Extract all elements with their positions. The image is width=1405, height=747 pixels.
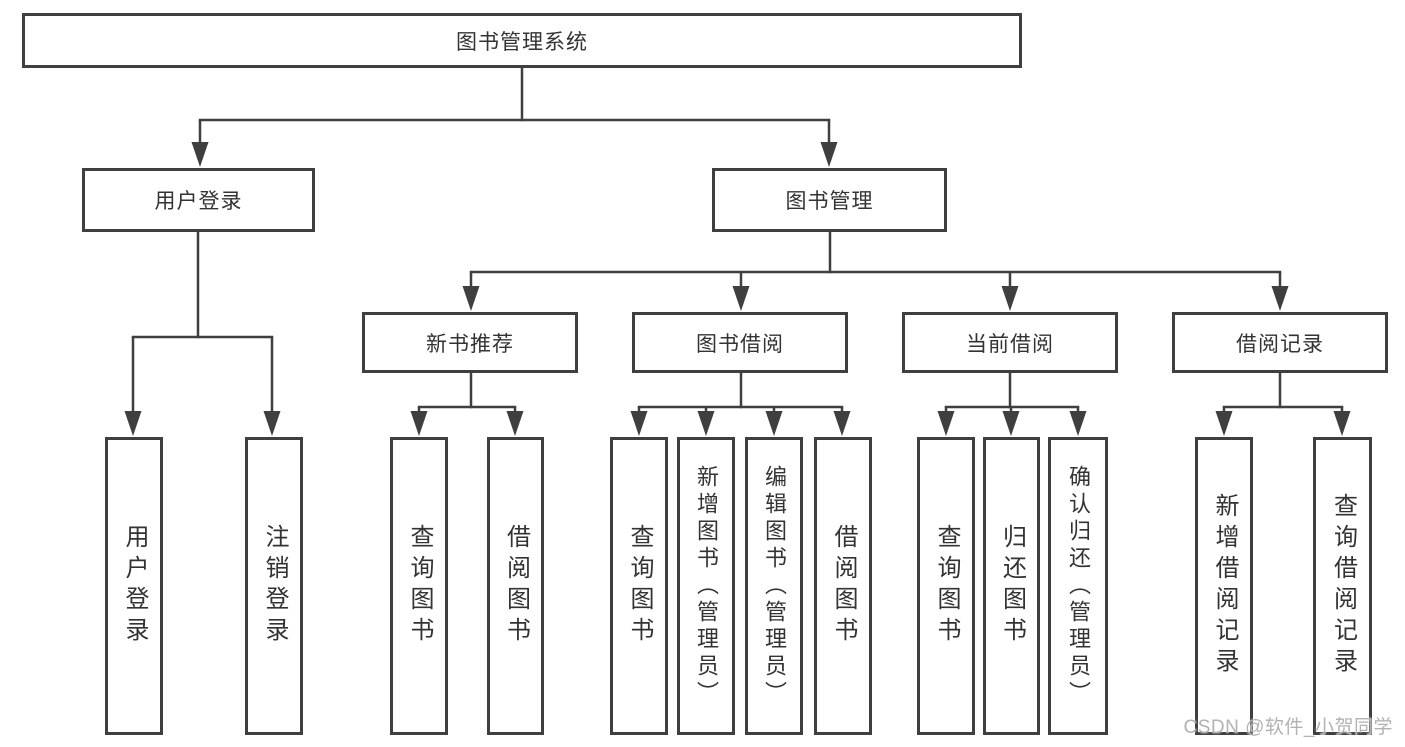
node-book-borrow: 图书借阅 <box>632 312 848 373</box>
node-user-login-label: 用户登录 <box>154 190 243 213</box>
leaf-query-books-2-label: 查询图书 <box>626 524 653 648</box>
leaf-user-login: 用户登录 <box>105 437 163 735</box>
node-user-login: 用户登录 <box>82 168 315 232</box>
leaf-query-borrow-record-label: 查询借阅记录 <box>1329 493 1357 679</box>
node-borrow-records-label: 借阅记录 <box>1236 332 1324 356</box>
node-new-book-recommend: 新书推荐 <box>362 312 578 373</box>
node-current-borrow: 当前借阅 <box>902 312 1118 373</box>
leaf-query-books-3-label: 查询图书 <box>933 524 960 648</box>
leaf-return-books-label: 归还图书 <box>998 524 1026 648</box>
leaf-add-borrow-record: 新增借阅记录 <box>1195 437 1253 735</box>
leaf-borrow-books-2-label: 借阅图书 <box>830 524 857 648</box>
leaf-user-login-label: 用户登录 <box>121 524 148 648</box>
leaf-query-books-2: 查询图书 <box>610 437 668 735</box>
leaf-logout-label: 注销登录 <box>261 524 288 648</box>
node-root: 图书管理系统 <box>22 13 1022 68</box>
node-current-borrow-label: 当前借阅 <box>966 332 1054 356</box>
leaf-logout: 注销登录 <box>245 437 303 735</box>
leaf-query-books-1: 查询图书 <box>390 437 448 735</box>
node-new-book-recommend-label: 新书推荐 <box>426 332 514 356</box>
node-borrow-records: 借阅记录 <box>1172 312 1388 373</box>
leaf-query-books-3: 查询图书 <box>917 437 975 735</box>
leaf-edit-book-admin-label: 编辑图书（管理员） <box>762 464 787 708</box>
leaf-return-books: 归还图书 <box>983 437 1040 735</box>
node-book-borrow-label: 图书借阅 <box>696 332 784 356</box>
leaf-query-borrow-record: 查询借阅记录 <box>1313 437 1372 735</box>
leaf-add-borrow-record-label: 新增借阅记录 <box>1211 493 1238 679</box>
leaf-borrow-books-1-label: 借阅图书 <box>502 524 530 648</box>
leaf-borrow-books-2: 借阅图书 <box>814 437 872 735</box>
leaf-add-book-admin-label: 新增图书（管理员） <box>694 464 719 708</box>
leaf-borrow-books-1: 借阅图书 <box>487 437 544 735</box>
leaf-query-books-1-label: 查询图书 <box>406 524 433 648</box>
watermark: CSDN @软件_小贺同学 <box>1183 717 1393 738</box>
node-book-management-label: 图书管理 <box>785 190 874 213</box>
leaf-confirm-return-admin: 确认归还（管理员） <box>1048 437 1108 735</box>
leaf-edit-book-admin: 编辑图书（管理员） <box>745 437 803 735</box>
node-root-label: 图书管理系统 <box>456 30 588 54</box>
leaf-add-book-admin: 新增图书（管理员） <box>677 437 735 735</box>
node-book-management: 图书管理 <box>712 168 947 232</box>
leaf-confirm-return-admin-label: 确认归还（管理员） <box>1066 464 1091 708</box>
